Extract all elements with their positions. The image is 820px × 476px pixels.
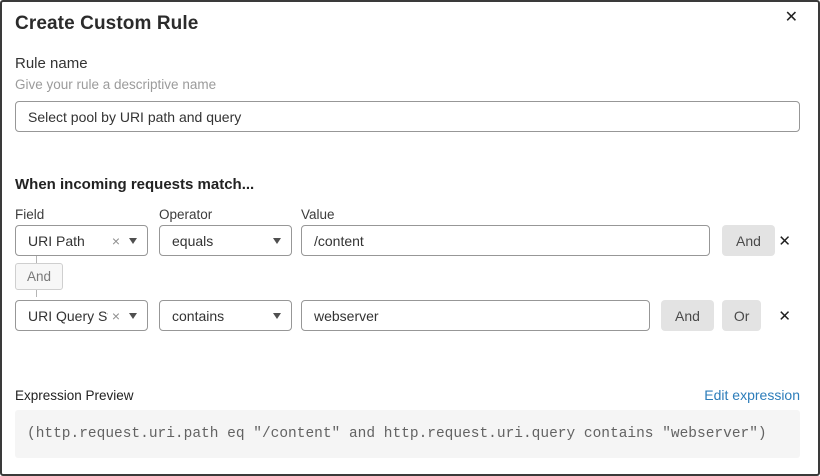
value-input-1[interactable] bbox=[301, 225, 710, 256]
operator-select-1[interactable]: equals bbox=[159, 225, 292, 256]
match-heading: When incoming requests match... bbox=[15, 176, 255, 193]
add-and-condition-button-2[interactable]: And bbox=[661, 300, 714, 331]
value-column-label: Value bbox=[301, 207, 335, 222]
operator-select-1-value: equals bbox=[172, 232, 214, 249]
add-and-condition-button-1[interactable]: And bbox=[722, 225, 775, 256]
and-connector-badge: And bbox=[15, 263, 64, 290]
condition-column-headers: Field Operator Value bbox=[15, 207, 796, 222]
close-icon[interactable]: ✕ bbox=[784, 9, 798, 26]
field-select-1-value: URI Path bbox=[28, 232, 85, 249]
expression-code-block: (http.request.uri.path eq "/content" and… bbox=[15, 410, 800, 458]
condition-row-2: URI Query St... × contains And Or ✕ bbox=[15, 300, 796, 331]
condition-connector: And bbox=[15, 256, 796, 297]
field-select-2[interactable]: URI Query St... × bbox=[15, 300, 148, 331]
rule-name-label: Rule name bbox=[15, 55, 88, 72]
page-title: Create Custom Rule bbox=[15, 13, 199, 34]
condition-row-1: URI Path × equals And ✕ bbox=[15, 225, 796, 256]
expression-preview-label: Expression Preview bbox=[15, 387, 134, 403]
field-select-2-value: URI Query St... bbox=[28, 307, 108, 324]
field-column-label: Field bbox=[15, 207, 45, 222]
clear-icon[interactable]: × bbox=[111, 307, 120, 324]
caret-down-icon[interactable] bbox=[273, 237, 281, 244]
caret-down-icon[interactable] bbox=[273, 312, 281, 319]
rule-name-hint: Give your rule a descriptive name bbox=[15, 77, 217, 92]
value-input-2[interactable] bbox=[301, 300, 650, 331]
expression-preview-header: Expression Preview Edit expression bbox=[15, 387, 800, 403]
add-or-condition-button-2[interactable]: Or bbox=[721, 300, 762, 331]
connector-line-top bbox=[36, 256, 37, 263]
delete-condition-icon-2[interactable]: ✕ bbox=[778, 307, 791, 325]
edit-expression-link[interactable]: Edit expression bbox=[704, 387, 800, 403]
field-select-1[interactable]: URI Path × bbox=[15, 225, 148, 256]
expression-code-text: (http.request.uri.path eq "/content" and… bbox=[27, 426, 767, 442]
operator-column-label: Operator bbox=[159, 207, 213, 222]
clear-icon[interactable]: × bbox=[111, 232, 120, 249]
delete-condition-icon-1[interactable]: ✕ bbox=[778, 232, 791, 250]
caret-down-icon[interactable] bbox=[129, 237, 137, 244]
operator-select-2-value: contains bbox=[172, 307, 225, 324]
operator-select-2[interactable]: contains bbox=[159, 300, 292, 331]
connector-line-bottom bbox=[36, 290, 37, 297]
caret-down-icon[interactable] bbox=[129, 312, 137, 319]
rule-name-input[interactable] bbox=[15, 101, 800, 132]
